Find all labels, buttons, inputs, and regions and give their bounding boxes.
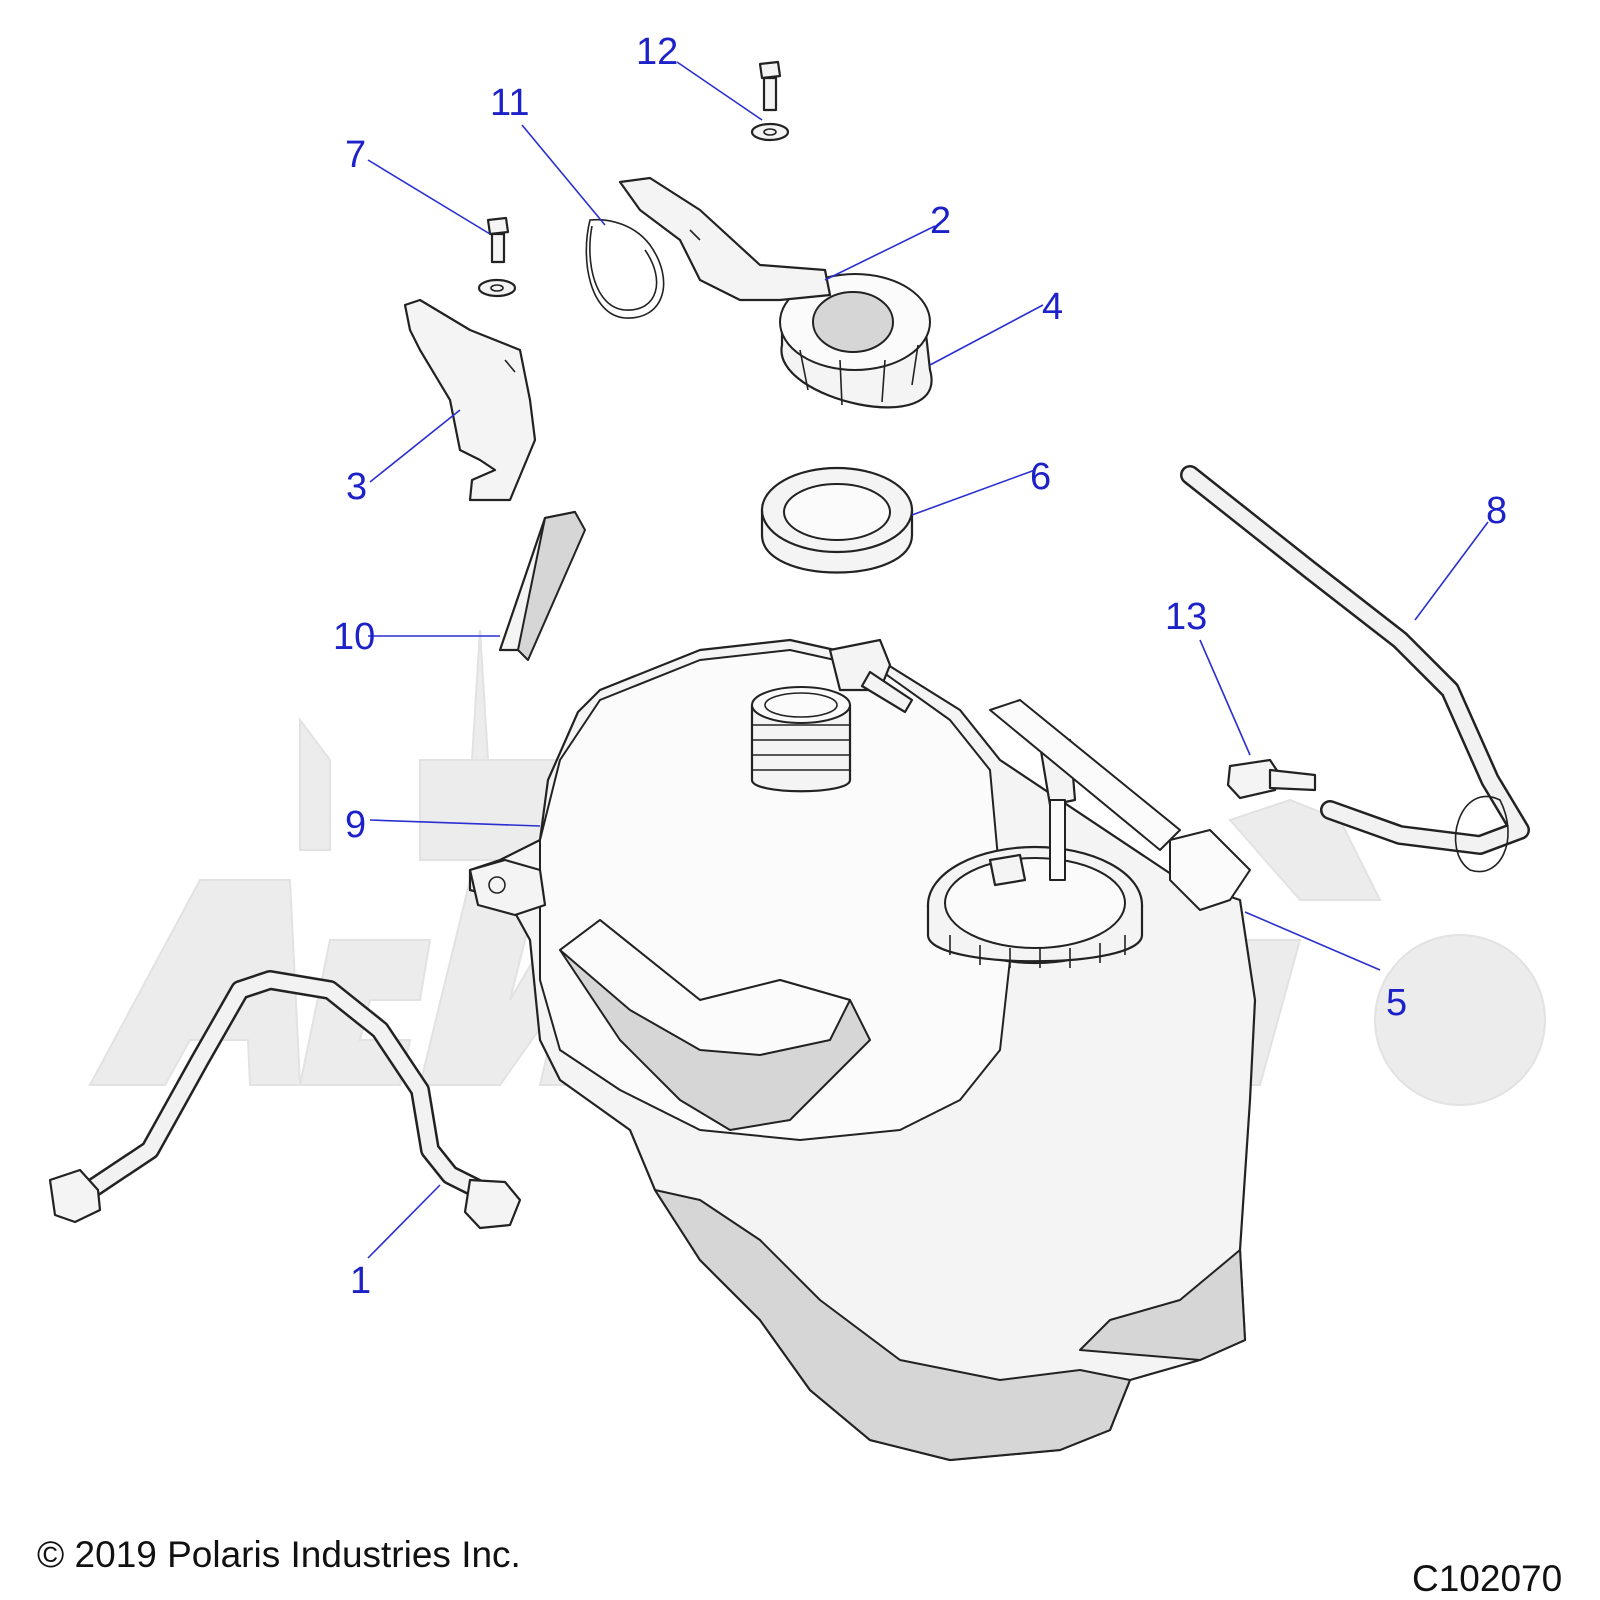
part-3-bracket [403,298,537,502]
part-8-vent-hose [1180,465,1530,873]
leader-5 [1244,911,1381,971]
leader-7 [367,159,491,235]
callout-2: 2 [930,200,952,242]
part-2-bracket [618,176,832,302]
leader-8 [1414,521,1489,621]
part-1-fuel-line [48,970,522,1230]
callout-1: 1 [350,1260,372,1302]
callout-13: 13 [1165,596,1208,638]
part-4-fuel-cap [779,273,933,409]
callout-11: 11 [490,82,530,124]
diagram-code: C102070 [1412,1558,1563,1599]
part-10-foam-pad [498,510,586,661]
leader-11 [521,124,606,226]
leader-3 [369,409,461,483]
part-9-fuel-tank [468,638,1257,1462]
part-12-bolt-washer [750,60,790,142]
callout-10: 10 [333,616,376,658]
callout-12: 12 [636,31,679,73]
leader-1 [367,1184,441,1259]
leader-4 [929,304,1044,366]
leader-lines [367,61,1489,1259]
copyright-notice: © 2019 Polaris Industries Inc. [37,1534,521,1575]
part-11-hose-clamp [585,218,665,319]
leader-6 [911,469,1036,516]
part-6-gasket [760,466,914,574]
part-13-elbow-fitting [1226,758,1317,800]
callout-3: 3 [346,466,368,508]
part-7-bolt-washer [477,216,517,298]
leader-2 [824,225,936,281]
callout-6: 6 [1030,456,1052,498]
leader-9 [369,819,541,827]
callout-9: 9 [345,804,367,846]
leader-12 [676,61,763,121]
callout-4: 4 [1042,286,1064,328]
callout-8: 8 [1486,490,1508,532]
callout-7: 7 [345,134,367,176]
leader-13 [1199,639,1251,756]
callout-5: 5 [1386,982,1408,1024]
